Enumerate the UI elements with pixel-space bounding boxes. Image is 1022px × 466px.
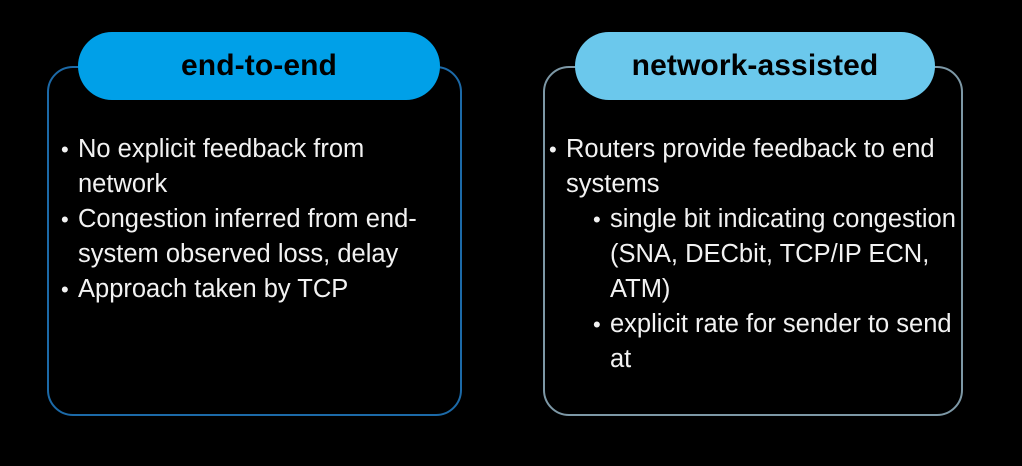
list-item: • explicit rate for sender to send at xyxy=(592,307,968,377)
list-item: • single bit indicating congestion (SNA,… xyxy=(592,202,968,307)
list-item-text: Approach taken by TCP xyxy=(78,275,349,303)
header-pill-network-assisted: network-assisted xyxy=(575,32,935,100)
list-item-text: No explicit feedback from network xyxy=(78,135,365,198)
header-pill-end-to-end: end-to-end xyxy=(78,32,440,100)
bullet-dot-icon: • xyxy=(61,277,69,302)
bullet-dot-icon: • xyxy=(549,137,557,162)
list-item-text: explicit rate for sender to send at xyxy=(610,310,952,373)
bullet-dot-icon: • xyxy=(593,312,601,337)
bullet-dot-icon: • xyxy=(593,207,601,232)
list-item: • No explicit feedback from network xyxy=(60,132,460,202)
list-item: • Routers provide feedback to end system… xyxy=(548,132,968,202)
list-item-text: Routers provide feedback to end systems xyxy=(566,135,935,198)
bullet-dot-icon: • xyxy=(61,137,69,162)
bullets-network-assisted-sub: • single bit indicating congestion (SNA,… xyxy=(548,202,968,377)
bullets-end-to-end: • No explicit feedback from network • Co… xyxy=(60,132,460,307)
bullet-dot-icon: • xyxy=(61,207,69,232)
bullet-list-network-assisted: • Routers provide feedback to end system… xyxy=(548,132,968,377)
bullet-list-end-to-end: • No explicit feedback from network • Co… xyxy=(60,132,460,307)
list-item: • Congestion inferred from end-system ob… xyxy=(60,202,460,272)
bullets-network-assisted: • Routers provide feedback to end system… xyxy=(548,132,968,202)
header-pill-network-assisted-label: network-assisted xyxy=(631,49,879,82)
header-pill-end-to-end-label: end-to-end xyxy=(181,49,337,82)
list-item-text: single bit indicating congestion (SNA, D… xyxy=(610,205,956,303)
list-item: • Approach taken by TCP xyxy=(60,272,460,307)
list-item-text: Congestion inferred from end-system obse… xyxy=(78,205,417,268)
